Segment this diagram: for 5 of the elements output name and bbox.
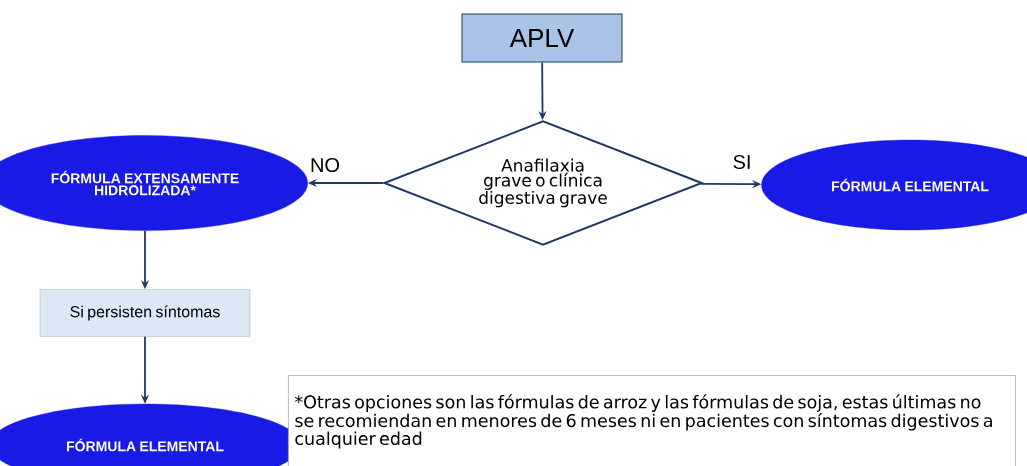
process-box: Si persisten síntomas <box>39 289 251 337</box>
edge-label: NO <box>309 156 341 174</box>
note-box: *Otras opciones son las fórmulas de arroz y las fórmulas de soja, estas últimas no se recomiendan en menores de 6 meses ni en pacientes con síntomas digestivos a cualquier edad <box>288 375 1016 466</box>
edge-label: SI <box>731 153 753 171</box>
process-box: APLV <box>461 13 623 63</box>
